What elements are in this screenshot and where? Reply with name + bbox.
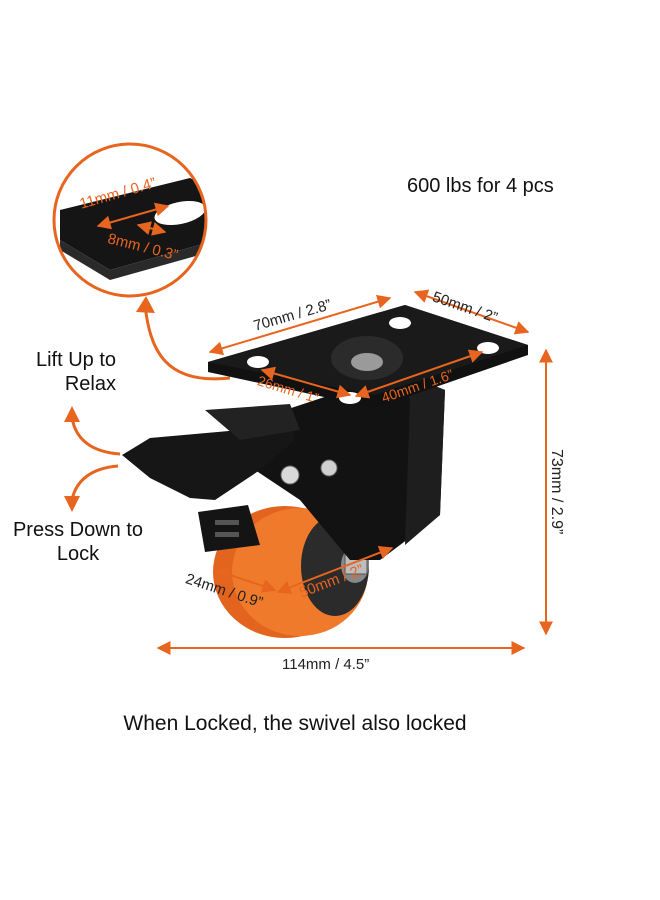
plate-width-line: [413, 289, 530, 335]
lift-arrow: [70, 417, 121, 456]
capacity-label: 600 lbs for 4 pcs: [407, 175, 554, 197]
wheel-diameter-line: [276, 546, 394, 594]
zoom-pointer-arrow: [143, 304, 231, 381]
press-arrow: [70, 464, 119, 501]
hole-spacing-short-line: [260, 366, 352, 399]
wheel-width-line: [213, 567, 277, 593]
total-length-label: 114mm / 4.5”: [282, 656, 370, 673]
hole-detail-zoom: [52, 142, 208, 298]
footer-wrap: When Locked, the swivel also locked: [0, 712, 590, 736]
hole-spacing-long-line: [354, 349, 484, 399]
lift-instruction: Lift Up to Relax: [35, 349, 116, 395]
press-instruction: Press Down to Lock: [12, 519, 144, 565]
total-height-label: 73mm / 2.9”: [548, 449, 565, 535]
plate-length-line: [208, 294, 392, 356]
lock-note: When Locked, the swivel also locked: [123, 712, 467, 735]
